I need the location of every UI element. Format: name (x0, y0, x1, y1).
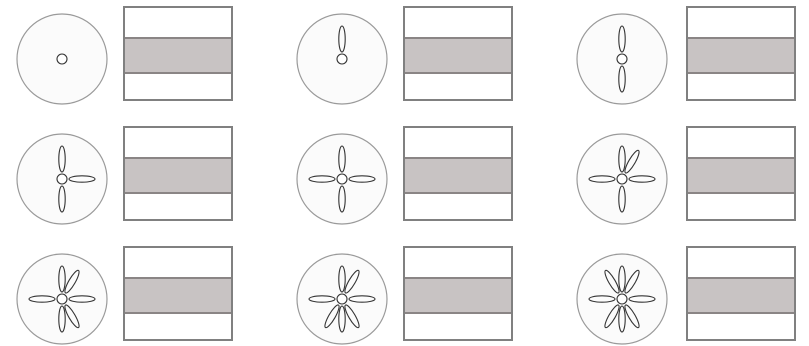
panel (15, 126, 245, 226)
box-band (688, 37, 794, 74)
striped-box (123, 126, 233, 221)
striped-box (686, 246, 796, 341)
panel (575, 126, 805, 226)
hub (617, 174, 627, 184)
hub (57, 294, 67, 304)
panel (295, 6, 525, 106)
box-band (405, 37, 511, 74)
hub (57, 174, 67, 184)
panel (15, 246, 245, 346)
panel (575, 6, 805, 106)
hub (57, 54, 67, 64)
disc-with-petals-icon (295, 126, 395, 226)
striped-box (403, 126, 513, 221)
disc-with-petals-icon (15, 6, 115, 106)
panel (15, 6, 245, 106)
box-band (125, 37, 231, 74)
disc-with-petals-icon (575, 246, 675, 346)
box-band (688, 277, 794, 314)
disc-with-petals-icon (15, 126, 115, 226)
hub (337, 54, 347, 64)
disc-with-petals-icon (575, 126, 675, 226)
hub (337, 174, 347, 184)
panel (295, 246, 525, 346)
disc-with-petals-icon (295, 246, 395, 346)
striped-box (403, 246, 513, 341)
disc-with-petals-icon (575, 6, 675, 106)
disc-with-petals-icon (15, 246, 115, 346)
disc-with-petals-icon (295, 6, 395, 106)
panel (575, 246, 805, 346)
box-band (405, 277, 511, 314)
striped-box (686, 126, 796, 221)
hub (617, 294, 627, 304)
striped-box (403, 6, 513, 101)
panel (295, 126, 525, 226)
striped-box (123, 6, 233, 101)
striped-box (123, 246, 233, 341)
box-band (405, 157, 511, 194)
box-band (125, 157, 231, 194)
box-band (125, 277, 231, 314)
striped-box (686, 6, 796, 101)
hub (617, 54, 627, 64)
hub (337, 294, 347, 304)
box-band (688, 157, 794, 194)
